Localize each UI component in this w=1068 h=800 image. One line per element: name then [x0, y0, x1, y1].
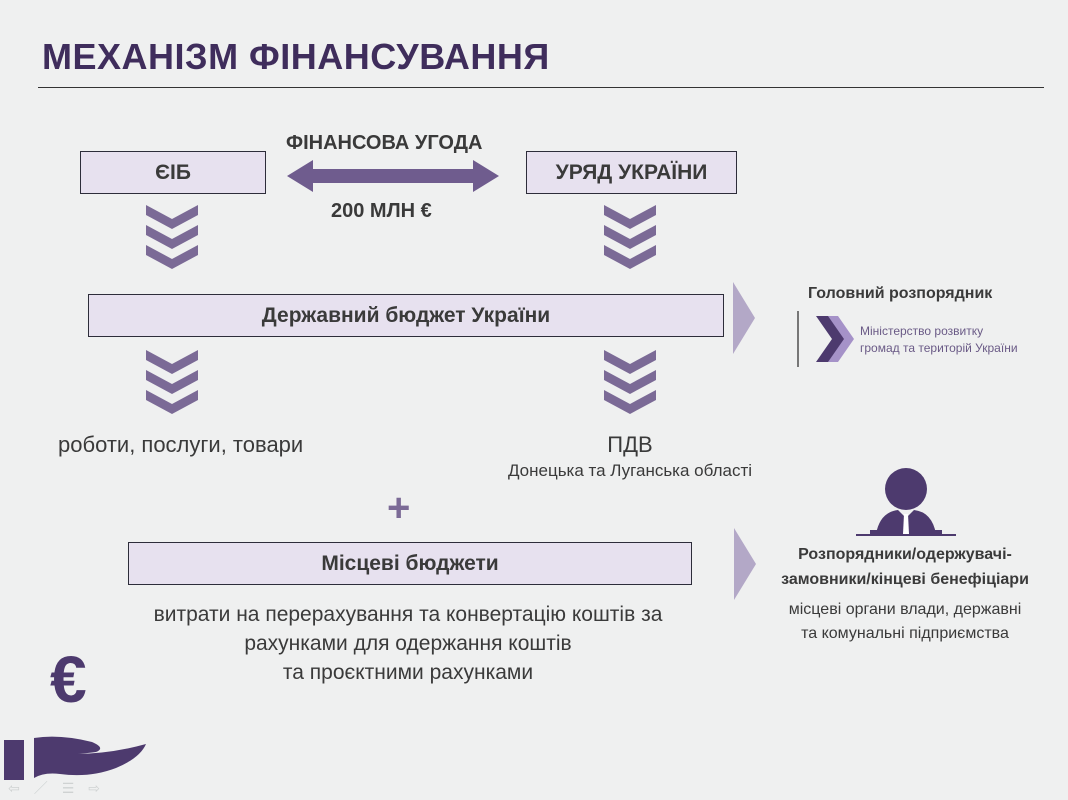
local-description-line: витрати на перерахування та конвертацію …: [153, 603, 663, 626]
agreement-label: ФІНАНСОВА УГОДА: [286, 132, 483, 154]
recipients-heading: Розпорядники/одержувачі- замовники/кінце…: [752, 542, 1058, 592]
recipients-heading-line2: замовники/кінцеві бенефіціари: [781, 571, 1029, 588]
vat-subtitle: Донецька та Луганська області: [507, 461, 753, 480]
local-description: витрати на перерахування та конвертацію …: [90, 600, 726, 687]
chevron-down-icon: [146, 205, 198, 269]
slide-nav-controls[interactable]: ⇦／☰⇨: [8, 778, 114, 798]
vat-title: ПДВ: [607, 432, 653, 457]
recipients-heading-line1: Розпорядники/одержувачі-: [798, 546, 1012, 563]
euro-hand-icon: €: [4, 642, 146, 780]
chevron-down-icon: [604, 350, 656, 414]
svg-text:€: €: [50, 642, 87, 716]
recipients-description: місцеві органи влади, державні та комуна…: [752, 598, 1058, 646]
local-budgets-box: Місцеві бюджети: [128, 542, 692, 585]
ministry-name: Міністерство розвитку громад та територі…: [860, 323, 1018, 357]
triangle-right-icon: [733, 282, 755, 354]
ministry-line1: Міністерство розвитку: [860, 324, 984, 338]
logo-divider: [797, 311, 799, 367]
double-arrow-icon: [287, 160, 499, 192]
eib-box: ЄІБ: [80, 151, 266, 194]
recipients-desc-line2: та комунальні підприємства: [801, 625, 1009, 642]
chevron-down-icon: [604, 205, 656, 269]
left-output-text: роботи, послуги, товари: [58, 432, 304, 457]
menu-icon[interactable]: ☰: [61, 780, 89, 796]
next-slide-icon[interactable]: ⇨: [88, 780, 115, 796]
ministry-logo-icon: [816, 316, 854, 362]
previous-slide-icon[interactable]: ⇦: [8, 780, 34, 796]
triangle-right-icon: [734, 528, 756, 600]
plus-sign: +: [387, 486, 411, 530]
main-manager-heading: Головний розпорядник: [808, 285, 993, 302]
person-icon: [856, 468, 956, 536]
local-description-line: та проєктними рахунками: [282, 661, 534, 684]
pen-icon[interactable]: ／: [33, 780, 62, 796]
state-budget-box: Державний бюджет України: [88, 294, 724, 337]
title-divider: [38, 87, 1044, 88]
government-box: УРЯД УКРАЇНИ: [526, 151, 737, 194]
recipients-desc-line1: місцеві органи влади, державні: [788, 601, 1022, 618]
ministry-line2: громад та територій України: [860, 341, 1018, 355]
local-description-line: рахунками для одержання коштів: [244, 632, 572, 655]
page-title: МЕХАНІЗМ ФІНАНСУВАННЯ: [42, 36, 550, 77]
chevron-down-icon: [146, 350, 198, 414]
agreement-amount: 200 МЛН €: [331, 200, 432, 222]
